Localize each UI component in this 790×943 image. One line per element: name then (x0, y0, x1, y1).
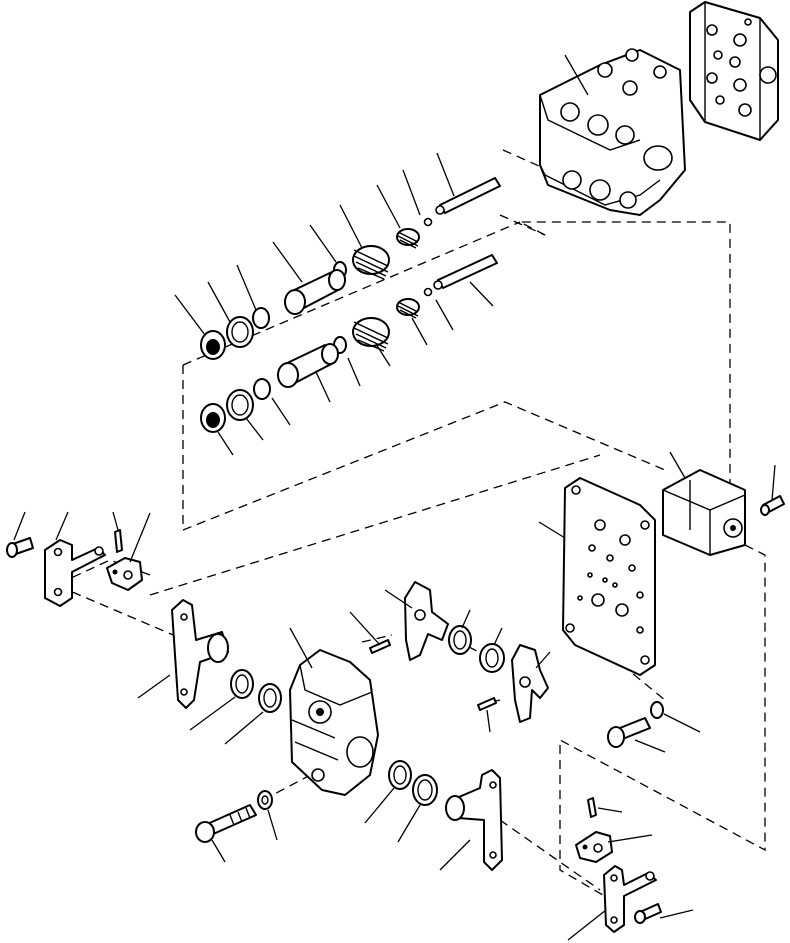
upper-valve-housing (539, 48, 686, 216)
cam-lever-lower (511, 644, 549, 723)
cap-upper (200, 330, 226, 360)
pin-bottom-right (587, 797, 597, 818)
piston-upper (284, 269, 346, 315)
bushing-left-1 (230, 669, 254, 699)
spool-upper (435, 177, 501, 215)
washer-right-lower (650, 701, 664, 719)
pin-lower (477, 697, 497, 711)
large-spring-upper (352, 245, 390, 280)
seal-ring-lower (226, 389, 254, 421)
left-bracket (44, 539, 106, 607)
small-bolt-right (760, 495, 785, 516)
small-ball-upper (423, 217, 433, 227)
cap-lower (200, 403, 226, 433)
cam-bottom-right (575, 831, 613, 863)
left-bolt (6, 537, 34, 558)
pin-upper (369, 639, 391, 654)
lever-left (171, 599, 229, 709)
small-spring-lower (396, 298, 420, 319)
main-housing (289, 649, 379, 796)
assembly-dashed-lines (54, 149, 766, 906)
bushing-left-2 (258, 683, 282, 713)
small-spring-upper (396, 228, 420, 249)
small-bolt-bottom (634, 903, 662, 924)
bushing-lower-1 (388, 760, 412, 790)
solenoid-block (662, 469, 746, 556)
bushing-upper-1 (448, 625, 472, 655)
small-ball-lower (423, 287, 433, 297)
large-spring-lower (352, 317, 390, 352)
cam-lever-upper (404, 581, 449, 661)
washer-bottom (257, 790, 273, 810)
o-ring-upper (252, 307, 270, 329)
spool-lower (433, 254, 498, 290)
bushing-lower-2 (412, 774, 438, 806)
left-pin (114, 529, 123, 553)
o-ring-lower (253, 378, 271, 400)
long-bolt (195, 804, 257, 843)
bracket-bottom-right (603, 865, 657, 933)
left-cam (106, 557, 143, 591)
bushing-upper-2 (479, 643, 505, 673)
seal-ring-upper (226, 316, 254, 348)
manifold-block (689, 1, 779, 141)
bolt-right-lower (607, 717, 651, 748)
lever-bottom (445, 769, 503, 871)
separator-plate (562, 477, 656, 676)
callout-leaders (13, 54, 776, 941)
piston-lower (277, 343, 339, 388)
